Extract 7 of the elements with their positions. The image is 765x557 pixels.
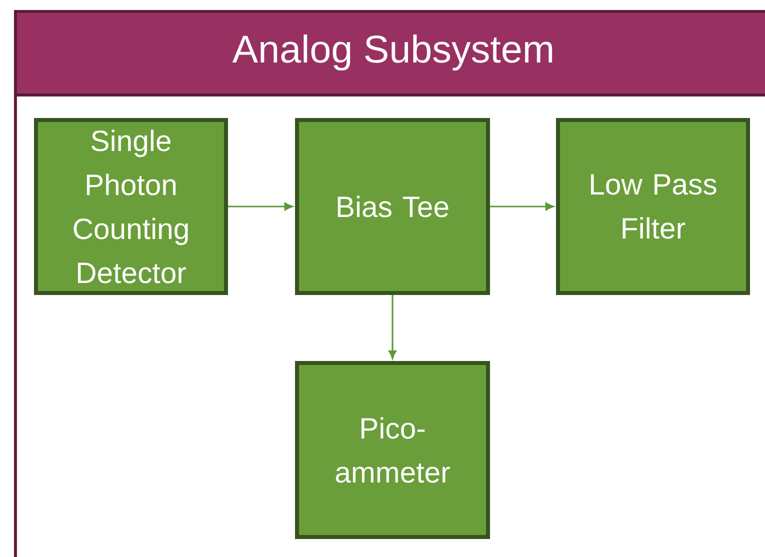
process-box: Low Pass Filter [556, 118, 750, 295]
arrow [490, 202, 554, 210]
process-box: Single Photon Counting Detector [34, 118, 228, 295]
arrow [388, 295, 396, 359]
process-box: Bias Tee [295, 118, 490, 295]
arrow [228, 202, 293, 210]
process-box: Pico- ammeter [295, 361, 490, 539]
